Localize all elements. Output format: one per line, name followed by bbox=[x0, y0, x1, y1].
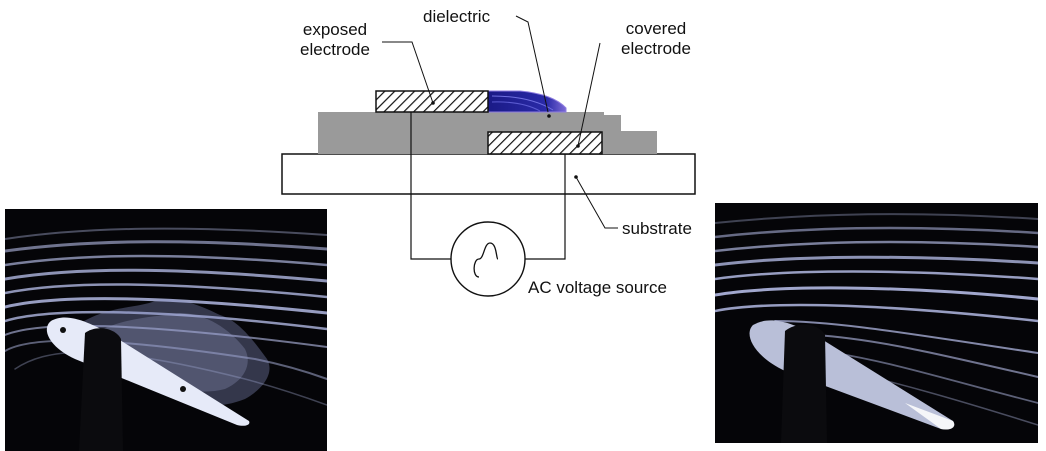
plasma-streak bbox=[491, 95, 554, 111]
covered-electrode-label-line1: covered bbox=[625, 19, 687, 38]
leader-exposed-electrode bbox=[382, 41, 434, 104]
substrate bbox=[281, 153, 696, 195]
support-post-right bbox=[781, 324, 827, 443]
covered-electrode-label-line2: electrode bbox=[621, 39, 691, 58]
smoke-flow-image-right bbox=[715, 203, 1038, 443]
sine-wave-icon bbox=[473, 242, 499, 278]
covered-electrode-label: covered electrode bbox=[608, 19, 704, 59]
dielectric-label: dielectric bbox=[423, 7, 491, 26]
exposed-electrode-label-line2: electrode bbox=[300, 40, 370, 59]
leader-covered-electrode bbox=[577, 42, 601, 147]
wire-covered bbox=[525, 154, 566, 260]
exposed-electrode-label-line1: exposed bbox=[302, 20, 368, 39]
airfoil-photo-separated bbox=[5, 209, 327, 451]
leader-dielectric bbox=[515, 15, 549, 113]
support-post-left bbox=[79, 328, 123, 451]
smoke-flow-image-left bbox=[5, 209, 327, 451]
covered-electrode bbox=[487, 131, 603, 155]
ac-voltage-source bbox=[450, 221, 526, 297]
plasma-streak bbox=[491, 101, 541, 112]
leader-substrate bbox=[575, 176, 618, 229]
exposed-electrode-label: exposed electrode bbox=[290, 20, 380, 60]
substrate-label: substrate bbox=[622, 219, 692, 238]
ac-source-label: AC voltage source bbox=[528, 278, 667, 297]
wire-exposed bbox=[410, 112, 451, 260]
airfoil-photo-attached bbox=[715, 203, 1038, 443]
